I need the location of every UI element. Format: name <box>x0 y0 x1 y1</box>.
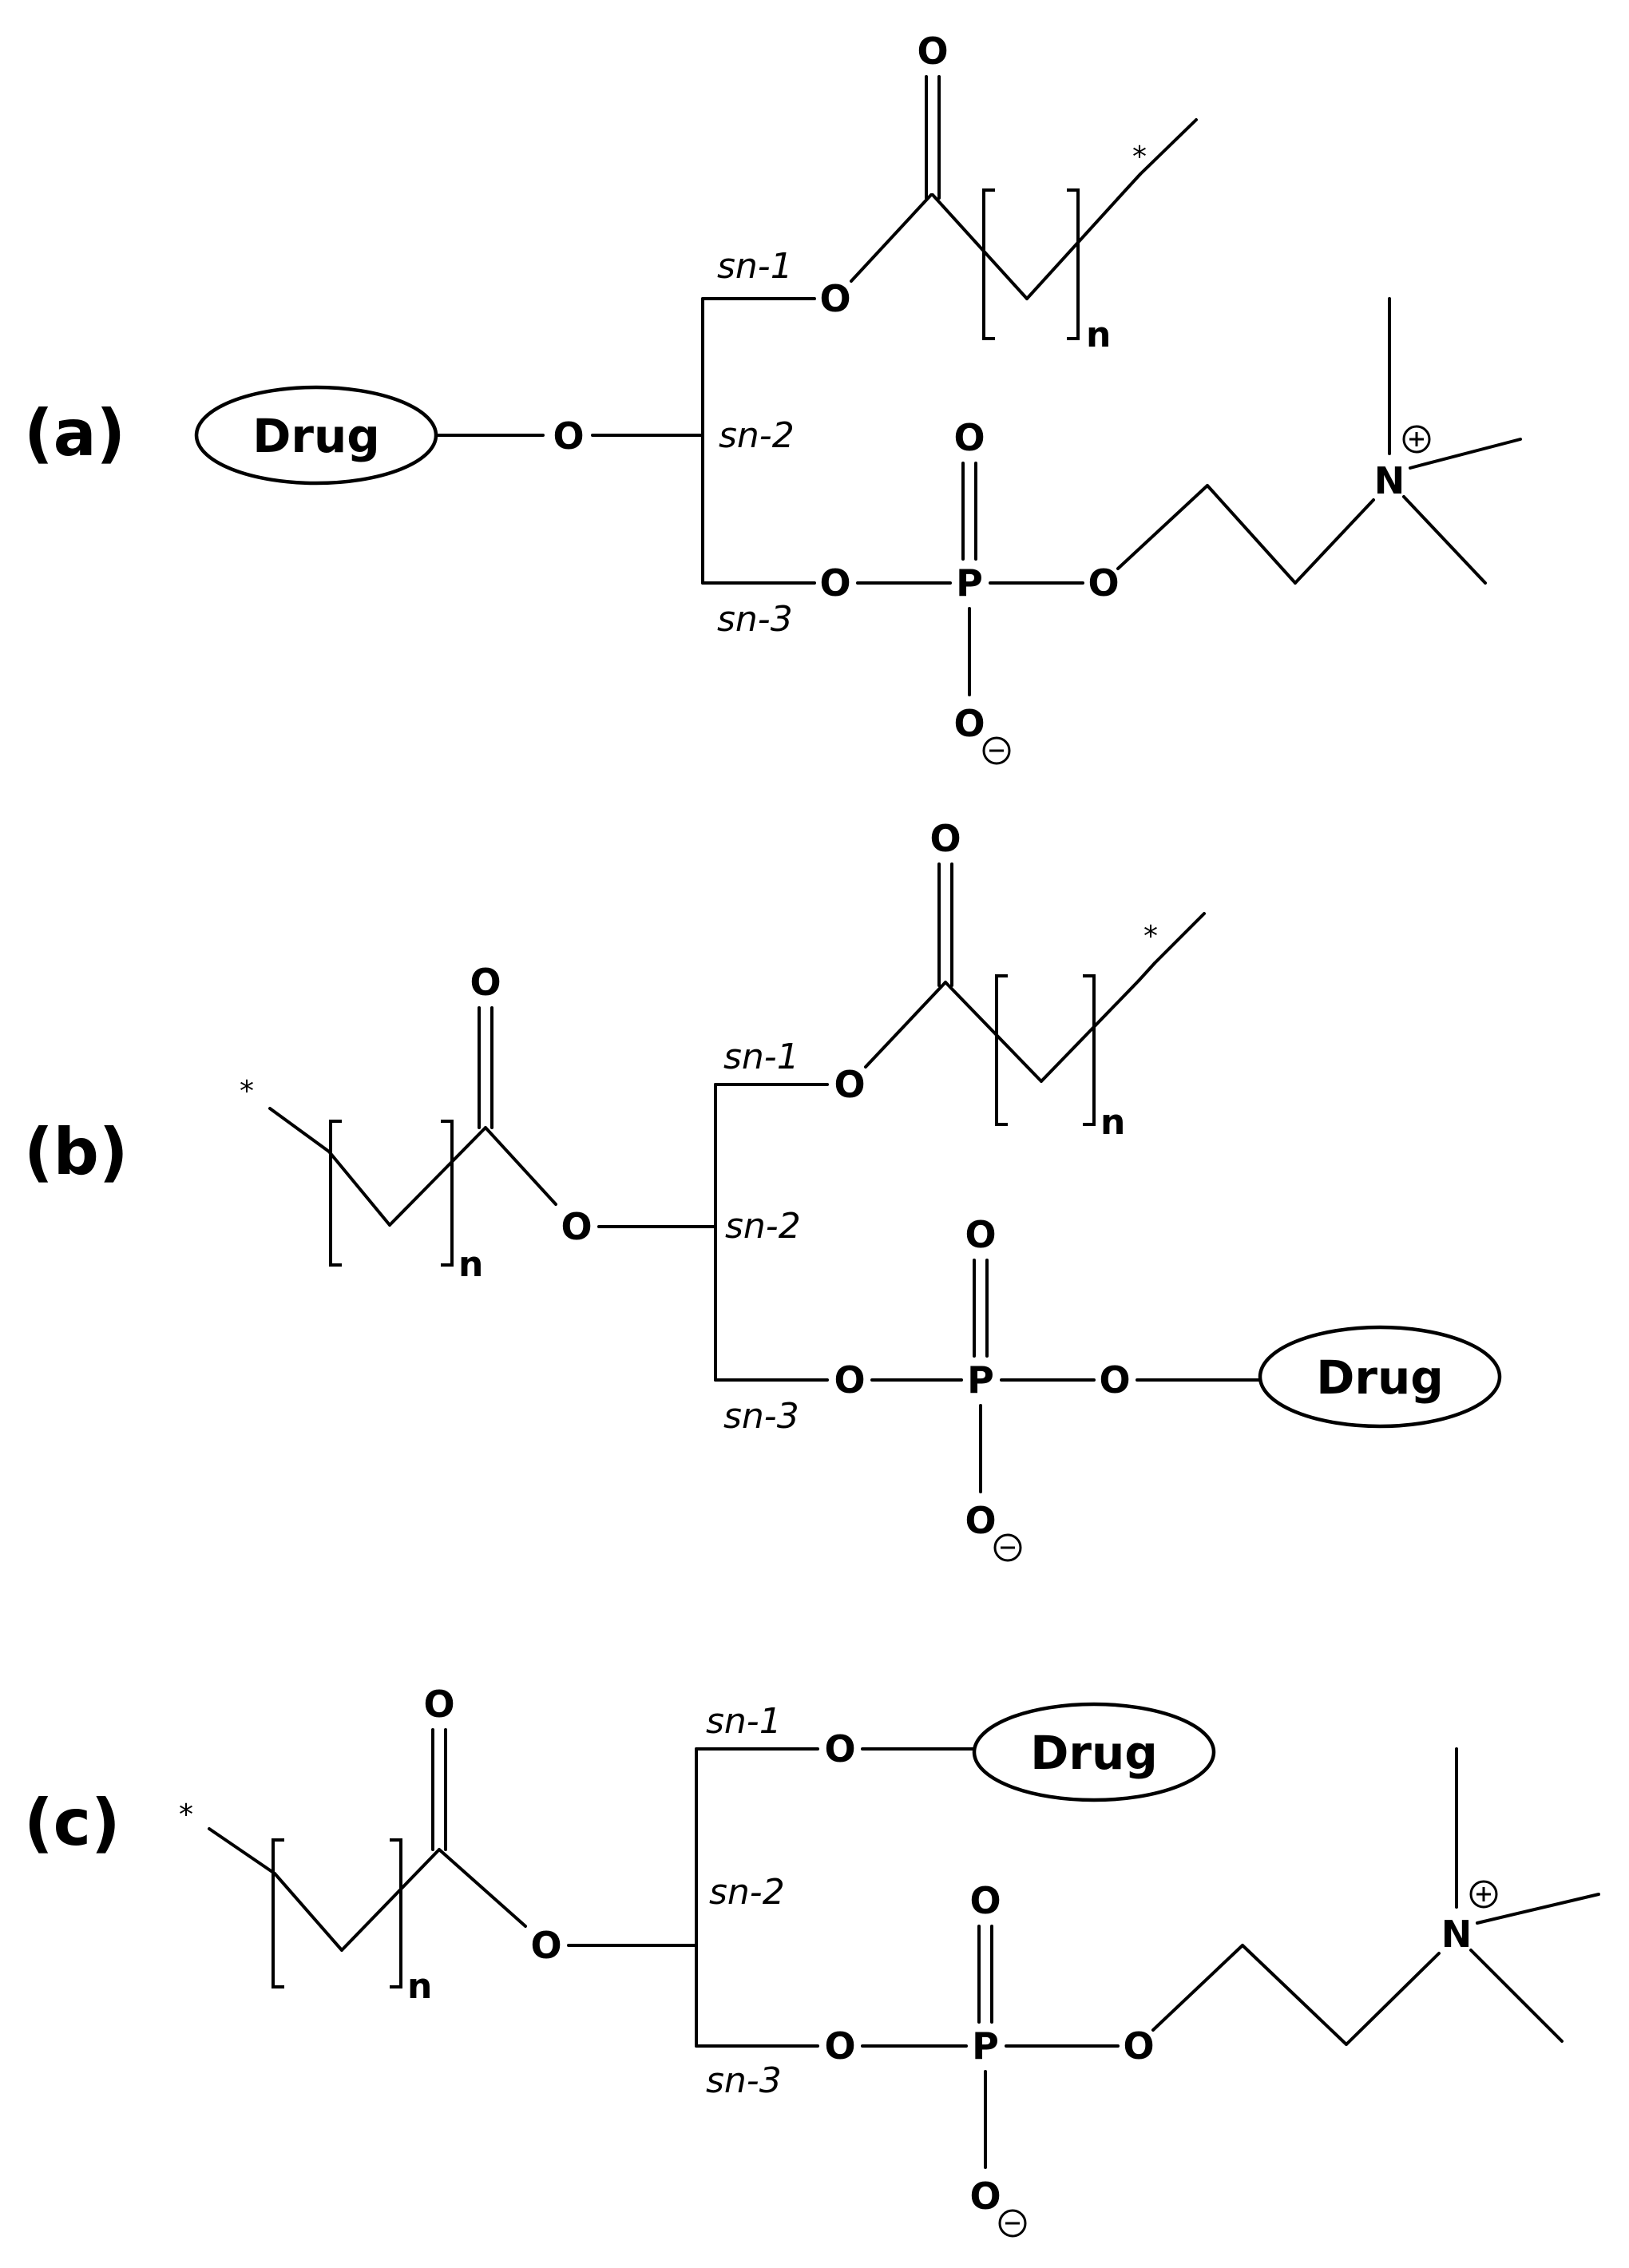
drug-ellipse-b <box>1258 1325 1502 1429</box>
phosphorus-atom-c: P <box>972 2024 999 2068</box>
panel-c: (c) * n O O sn-1 sn-2 sn-3 O Drug O P O <box>24 1683 1600 2238</box>
bond <box>850 193 933 283</box>
bond <box>1469 1949 1564 2043</box>
negative-charge-icon <box>998 2209 1027 2238</box>
oxygen-atom-phosphate-ester-a: O <box>819 561 850 605</box>
bond <box>438 1848 527 1928</box>
sn2-label-b: sn-2 <box>725 1206 801 1247</box>
oxygen-atom-choline-a: O <box>1088 561 1119 605</box>
phosphoryl-oxygen-atom-a: O <box>953 416 985 459</box>
positive-charge-icon <box>1469 1880 1498 1909</box>
bond <box>388 1126 487 1227</box>
panel-b: (b) * n O O sn-1 sn-2 sn-3 O O n <box>24 817 1502 1562</box>
bond <box>273 1872 343 1952</box>
repeat-bracket-left-c <box>272 1838 284 1988</box>
panel-label-c: (c) <box>24 1786 121 1860</box>
carbonyl-oxygen-atom-c: O <box>423 1683 454 1726</box>
bond <box>208 1827 276 1875</box>
negative-charge-icon <box>982 736 1011 765</box>
oxygen-atom-choline-c: O <box>1123 2024 1154 2068</box>
drug-label-c: Drug <box>1030 1726 1158 1780</box>
repeat-subscript-b1: n <box>1100 1102 1125 1143</box>
bond <box>1345 1952 1441 2046</box>
drug-label-a: Drug <box>252 409 380 463</box>
chain-end-marker-c: * <box>179 1798 193 1831</box>
repeat-bracket-right-b2 <box>441 1120 454 1267</box>
phosphorus-atom-b: P <box>967 1358 994 1402</box>
repeat-subscript-c: n <box>407 1966 432 2007</box>
phosphorus-atom-a: P <box>956 561 983 605</box>
anionic-oxygen-atom-a: O <box>953 702 985 745</box>
oxygen-atom-ester-b1: O <box>834 1063 865 1106</box>
bond <box>1137 962 1156 982</box>
repeat-bracket-right-a <box>1067 188 1080 340</box>
positive-charge-icon <box>1402 425 1431 454</box>
chain-end-marker-b1: * <box>1143 920 1158 953</box>
sn3-label-a: sn-3 <box>717 599 793 640</box>
repeat-subscript-b2: n <box>458 1244 483 1285</box>
drug-label-b: Drug <box>1316 1350 1444 1405</box>
bond <box>1476 1893 1600 1925</box>
bond <box>1040 979 1140 1083</box>
oxygen-atom-drug-link-c: O <box>824 1727 855 1770</box>
bond <box>1151 1944 1244 2032</box>
sn2-label-c: sn-2 <box>709 1872 785 1913</box>
anionic-oxygen-atom-b: O <box>965 1499 996 1542</box>
sn1-label-b: sn-1 <box>723 1037 799 1077</box>
bond <box>1139 118 1198 176</box>
bond <box>1402 495 1487 585</box>
sn1-label-c: sn-1 <box>706 1701 782 1742</box>
sn2-label-a: sn-2 <box>719 415 795 456</box>
carbonyl-oxygen-atom-b2: O <box>470 961 501 1004</box>
bond <box>1206 484 1297 585</box>
bond <box>268 1107 331 1153</box>
bond <box>1153 912 1206 965</box>
bond <box>484 1126 557 1206</box>
carbonyl-oxygen-atom-b1: O <box>929 817 961 860</box>
chain-end-marker-a: * <box>1132 141 1147 173</box>
sn1-label-a: sn-1 <box>717 246 793 287</box>
repeat-bracket-right-b1 <box>1083 974 1096 1126</box>
bond <box>1025 192 1124 300</box>
repeat-bracket-left-a <box>982 188 995 340</box>
bond <box>931 193 1029 300</box>
nitrogen-atom-c: N <box>1441 1913 1472 1956</box>
oxygen-atom-phosphate-ester-b: O <box>834 1358 865 1402</box>
phosphoryl-oxygen-atom-c: O <box>969 1879 1001 1922</box>
bond <box>944 981 1043 1083</box>
bond <box>864 981 947 1069</box>
oxygen-atom-ester-a: O <box>819 277 850 320</box>
drug-ellipse-c <box>972 1702 1216 1802</box>
bond <box>1409 438 1522 470</box>
anionic-oxygen-atom-c: O <box>969 2175 1001 2218</box>
repeat-bracket-left-b2 <box>329 1120 342 1267</box>
repeat-subscript-a: n <box>1086 315 1111 355</box>
panel-label-a: (a) <box>24 396 125 470</box>
oxygen-atom-sn2-a: O <box>553 414 584 458</box>
sn3-label-c: sn-3 <box>706 2060 782 2101</box>
bond <box>327 1150 391 1227</box>
bond <box>1121 172 1142 195</box>
nitrogen-atom-a: N <box>1374 459 1405 502</box>
oxygen-atom-sn2-b: O <box>561 1205 592 1248</box>
chain-end-marker-b2: * <box>240 1075 254 1108</box>
bond <box>1294 498 1375 585</box>
panel-label-b: (b) <box>24 1115 128 1189</box>
bond <box>1241 1944 1348 2046</box>
negative-charge-icon <box>993 1533 1022 1562</box>
carbonyl-oxygen-atom-a: O <box>917 30 948 73</box>
oxygen-atom-phosphate-ester-c: O <box>824 2024 855 2068</box>
oxygen-atom-drug-link-b: O <box>1099 1358 1130 1402</box>
repeat-bracket-left-b1 <box>995 974 1008 1126</box>
panel-a: (a) Drug O sn-1 sn-2 sn-3 O O n * O P <box>24 30 1522 765</box>
oxygen-atom-sn2-c: O <box>530 1924 561 1967</box>
sn3-label-b: sn-3 <box>723 1396 799 1437</box>
bond <box>340 1848 441 1952</box>
repeat-bracket-right-c <box>390 1838 402 1988</box>
phosphoryl-oxygen-atom-b: O <box>965 1213 996 1256</box>
bond <box>1116 484 1209 570</box>
